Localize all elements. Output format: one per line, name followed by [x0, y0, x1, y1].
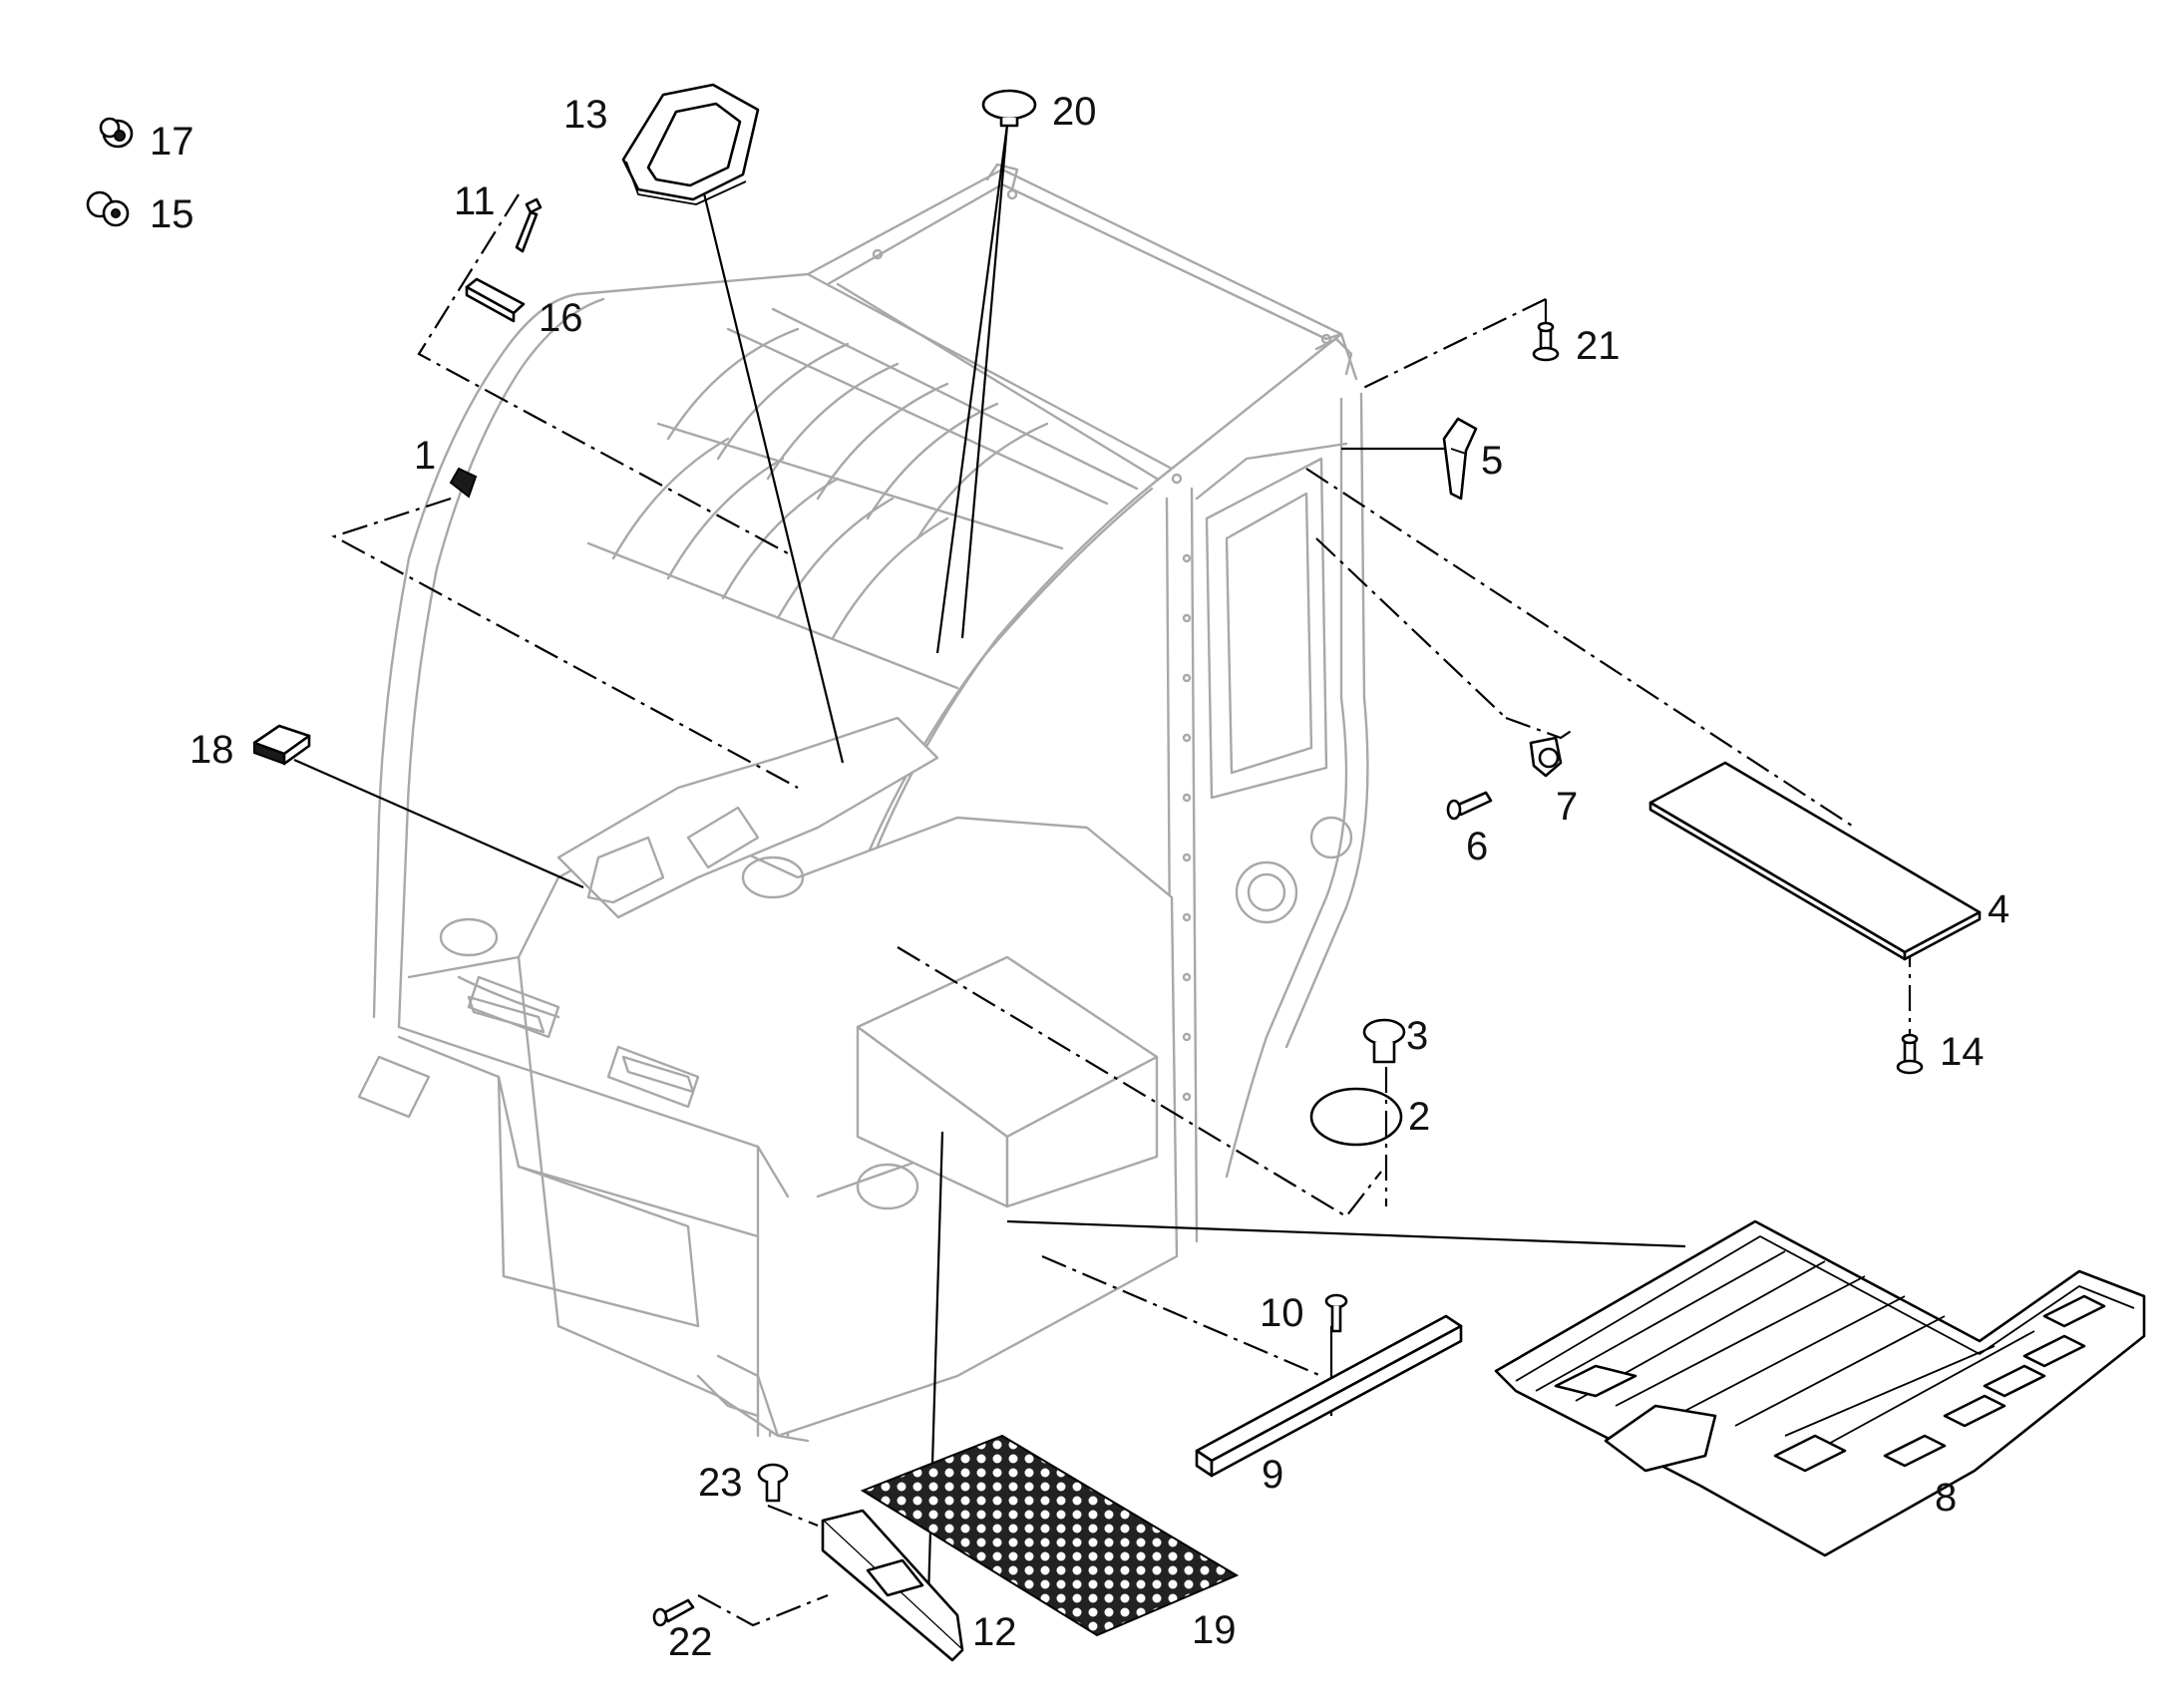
callout-15: 15 — [150, 192, 194, 236]
part-23-screw — [757, 1463, 789, 1503]
callout-7: 7 — [1556, 785, 1578, 829]
callout-18: 18 — [189, 728, 234, 772]
part-1-pad — [449, 467, 478, 499]
part-7-clip-nut — [1529, 736, 1563, 778]
part-11-screw — [515, 197, 543, 253]
callout-4: 4 — [1988, 887, 2009, 931]
leader-lines — [293, 124, 1686, 1631]
part-4-plate — [1648, 761, 1982, 961]
part-10-screw — [1324, 1293, 1348, 1333]
part-15-rivet — [86, 190, 130, 227]
callout-20: 20 — [1052, 90, 1097, 134]
callout-3: 3 — [1406, 1014, 1428, 1058]
callout-12: 12 — [972, 1610, 1017, 1654]
callout-19: 19 — [1192, 1608, 1237, 1652]
part-17-rivet — [99, 117, 134, 149]
dash-lines — [331, 193, 1912, 1627]
part-14-bolt — [1896, 1033, 1924, 1075]
callout-10: 10 — [1260, 1291, 1304, 1335]
part-6-bolt — [1446, 791, 1493, 821]
callout-21: 21 — [1576, 324, 1621, 368]
part-2-o-ring — [1309, 1087, 1403, 1147]
part-8-floor-mat — [1494, 1219, 2146, 1557]
callout-13: 13 — [563, 93, 608, 137]
callout-16: 16 — [539, 296, 583, 340]
callout-22: 22 — [668, 1620, 713, 1664]
callout-1: 1 — [414, 434, 436, 478]
part-9-trim-strip — [1195, 1314, 1463, 1478]
part-13-grab-handle — [621, 83, 760, 205]
part-19-mesh-panel — [860, 1434, 1240, 1637]
part-18-block — [252, 724, 311, 766]
callout-8: 8 — [1935, 1476, 1957, 1520]
callout-23: 23 — [698, 1461, 743, 1505]
callout-labels: 17 15 11 16 1 13 20 21 5 18 6 7 4 3 14 2… — [150, 90, 2009, 1664]
part-20-cap — [981, 89, 1037, 128]
cab-frame — [357, 163, 1369, 1443]
part-5-clip — [1442, 417, 1478, 501]
part-3-plug — [1362, 1018, 1406, 1064]
callout-2: 2 — [1408, 1095, 1430, 1139]
callout-5: 5 — [1481, 439, 1503, 483]
part-22-screw — [652, 1598, 695, 1627]
callout-17: 17 — [150, 120, 194, 164]
callout-11: 11 — [454, 179, 496, 223]
callout-6: 6 — [1466, 825, 1488, 868]
callout-14: 14 — [1940, 1030, 1985, 1074]
part-12-access-cover — [821, 1509, 964, 1662]
part-16-strip — [465, 277, 526, 323]
callout-9: 9 — [1262, 1453, 1283, 1497]
part-21-bolt — [1532, 321, 1560, 362]
